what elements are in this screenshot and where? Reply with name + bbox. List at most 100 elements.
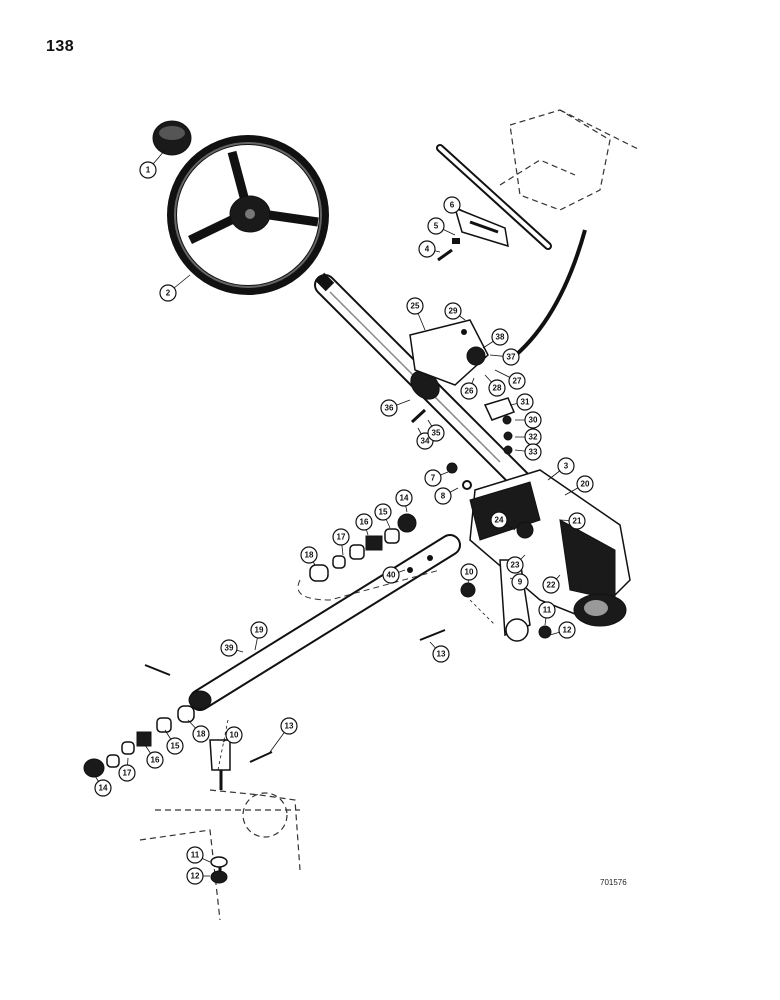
figure-code: 701576 (600, 878, 627, 887)
callout-c1: 1 (139, 149, 166, 179)
callout-number: 35 (432, 429, 441, 438)
callout-circle (186, 867, 204, 885)
small-washers (410, 397, 516, 455)
callout-circle (427, 424, 445, 442)
callout-number: 20 (581, 480, 590, 489)
callout-c37: 37 (489, 348, 520, 366)
callout-number: 33 (529, 448, 538, 457)
callout-number: 32 (529, 433, 538, 442)
callout-number: 8 (441, 492, 446, 501)
callout-circle (250, 621, 268, 639)
callout-c11a: 11 (538, 601, 556, 626)
callout-c9: 9 (509, 573, 529, 591)
callout-c7: 7 (424, 469, 449, 487)
drag-link (188, 534, 461, 711)
callout-number: 31 (521, 398, 530, 407)
callout-number: 2 (166, 289, 171, 298)
callout-c12b: 12 (186, 867, 210, 885)
callout-circle (432, 645, 450, 663)
callout-circle (502, 348, 520, 366)
callout-c13a: 13 (429, 641, 450, 663)
callout-circle (511, 573, 529, 591)
callout-c2: 2 (159, 274, 191, 302)
callout-circle (192, 725, 210, 743)
callout-circle (159, 284, 177, 302)
callout-circle (332, 528, 350, 546)
callout-circle (355, 513, 373, 531)
callout-number: 37 (507, 353, 516, 362)
horn-button (152, 120, 192, 156)
callout-circle (395, 489, 413, 507)
callout-number: 38 (496, 333, 505, 342)
callout-number: 39 (225, 644, 234, 653)
frame-outline-top (499, 109, 641, 211)
callout-number: 36 (385, 404, 394, 413)
upper-rod (436, 144, 552, 250)
callout-circle (280, 717, 298, 735)
callout-circle (94, 779, 112, 797)
callout-c19: 19 (250, 621, 268, 651)
callout-number: 11 (543, 606, 552, 615)
callout-c23: 23 (506, 554, 526, 574)
callout-number: 21 (573, 517, 582, 526)
callout-c14a: 14 (395, 489, 413, 513)
callout-circle (166, 737, 184, 755)
callout-number: 7 (431, 474, 436, 483)
callout-number: 3 (564, 462, 569, 471)
callout-c13b: 13 (269, 717, 298, 753)
callout-c33: 33 (514, 443, 542, 461)
steering-gear-box (446, 462, 631, 627)
callout-circle (491, 328, 509, 346)
callout-c30: 30 (515, 411, 542, 429)
callout-circle (380, 399, 398, 417)
callout-c20: 20 (564, 475, 594, 496)
callout-c10a: 10 (460, 563, 478, 586)
callout-circle (488, 379, 506, 397)
callout-circle (220, 639, 238, 657)
callout-circle (406, 297, 424, 315)
callout-c18b: 18 (187, 719, 210, 743)
callout-number: 18 (305, 551, 314, 560)
callout-number: 17 (337, 533, 346, 542)
callout-number: 1 (146, 166, 151, 175)
callout-number: 10 (465, 568, 474, 577)
callout-number: 16 (151, 756, 160, 765)
callout-circle (460, 563, 478, 581)
callout-number: 24 (495, 516, 504, 525)
callout-circle (418, 240, 436, 258)
callout-number: 12 (191, 872, 200, 881)
callout-c3: 3 (547, 457, 575, 481)
callout-circle (225, 726, 243, 744)
callout-circle (576, 475, 594, 493)
callout-c11b: 11 (186, 846, 211, 864)
callout-circle (557, 457, 575, 475)
callout-c14b: 14 (94, 775, 112, 797)
callout-circle (460, 382, 478, 400)
callout-circle (558, 621, 576, 639)
callout-circle (118, 764, 136, 782)
callout-c16b: 16 (144, 744, 164, 769)
callout-circle (524, 411, 542, 429)
callout-c25: 25 (406, 297, 426, 331)
callout-number: 14 (99, 784, 108, 793)
callout-number: 13 (285, 722, 294, 731)
callout-c28: 28 (484, 374, 506, 397)
callout-number: 11 (191, 851, 200, 860)
clamp-bracket (437, 206, 509, 262)
callout-circle (542, 576, 560, 594)
steering-wheel (167, 135, 329, 295)
callout-circle (524, 443, 542, 461)
callout-number: 9 (518, 578, 523, 587)
callout-circle (506, 556, 524, 574)
column-bracket (409, 319, 489, 386)
callout-c21: 21 (559, 512, 586, 530)
callout-c40: 40 (382, 566, 406, 584)
callout-circle (516, 393, 534, 411)
callout-number: 17 (123, 769, 132, 778)
callout-number: 22 (547, 581, 556, 590)
callout-circle (538, 601, 556, 619)
callout-circle (424, 469, 442, 487)
callout-circle (443, 196, 461, 214)
callout-number: 13 (437, 650, 446, 659)
lower-socket-parts (83, 705, 231, 790)
